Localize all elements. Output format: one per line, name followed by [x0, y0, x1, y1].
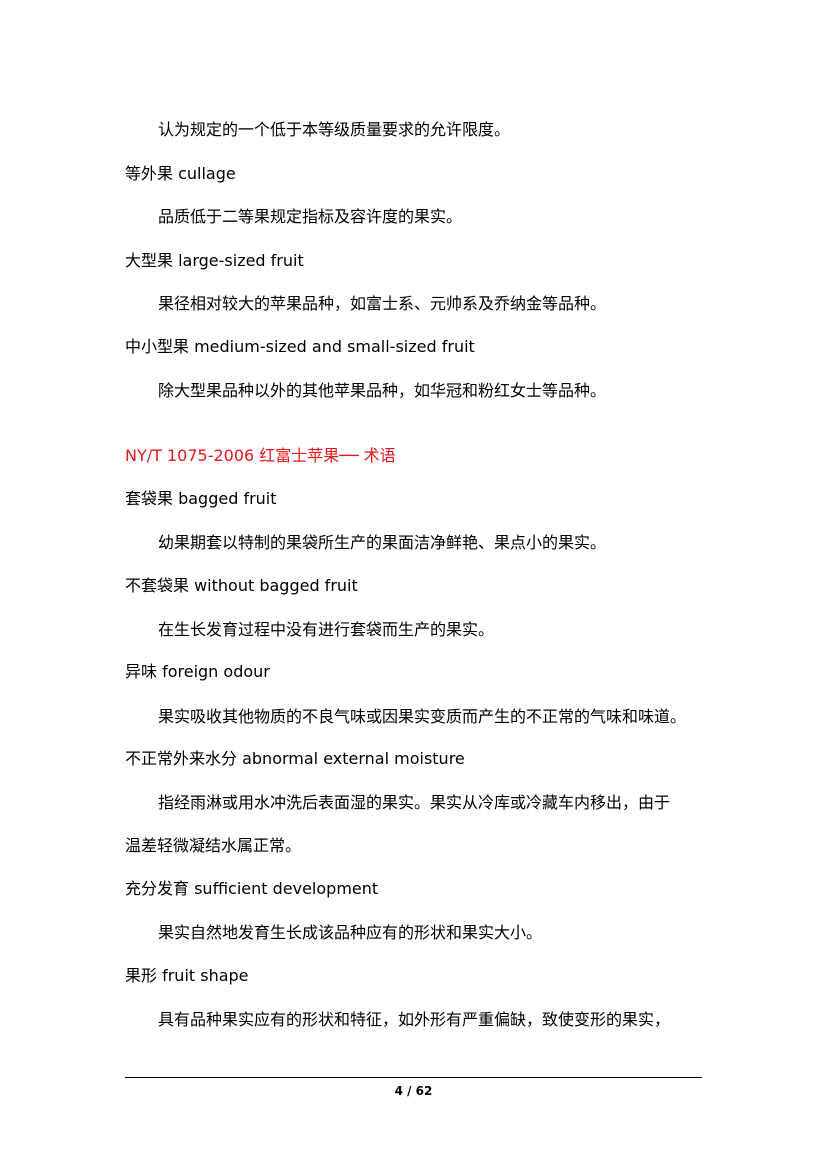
definition-line: 果实吸收其他物质的不良气味或因果实变质而产生的不正常的气味和味道。	[158, 707, 687, 726]
page-number: 4 / 62	[394, 1084, 433, 1098]
term-heading: 中小型果 medium-sized and small-sized fruit	[125, 337, 475, 356]
definition-line: 指经雨淋或用水冲洗后表面湿的果实。果实从冷库或冷藏车内移出，由于	[158, 793, 671, 812]
footer-divider	[125, 1077, 702, 1078]
section-heading: NY/T 1075-2006 红富士苹果── 术语	[125, 446, 396, 465]
definition-line: 品质低于二等果规定指标及容许度的果实。	[158, 207, 463, 226]
definition-line: 具有品种果实应有的形状和特征，如外形有严重偏缺，致使变形的果实，	[158, 1010, 671, 1029]
definition-continuation: 温差轻微凝结水属正常。	[125, 836, 302, 855]
term-heading: 套袋果 bagged fruit	[125, 489, 277, 508]
term-heading: 不套袋果 without bagged fruit	[125, 576, 358, 595]
term-heading: 充分发育 sufficient development	[125, 879, 379, 898]
term-heading: 不正常外来水分 abnormal external moisture	[125, 749, 465, 768]
definition-line: 果径相对较大的苹果品种，如富士系、元帅系及乔纳金等品种。	[158, 294, 607, 313]
term-heading: 异味 foreign odour	[125, 662, 270, 681]
definition-line: 在生长发育过程中没有进行套袋而生产的果实。	[158, 620, 495, 639]
definition-line: 果实自然地发育生长成该品种应有的形状和果实大小。	[158, 923, 543, 942]
definition-line: 除大型果品种以外的其他苹果品种，如华冠和粉红女士等品种。	[158, 381, 607, 400]
term-heading: 大型果 large-sized fruit	[125, 251, 304, 270]
definition-line: 幼果期套以特制的果袋所生产的果面洁净鲜艳、果点小的果实。	[158, 533, 607, 552]
term-heading: 等外果 cullage	[125, 164, 236, 183]
definition-line: 认为规定的一个低于本等级质量要求的允许限度。	[158, 120, 511, 139]
term-heading: 果形 fruit shape	[125, 966, 249, 985]
